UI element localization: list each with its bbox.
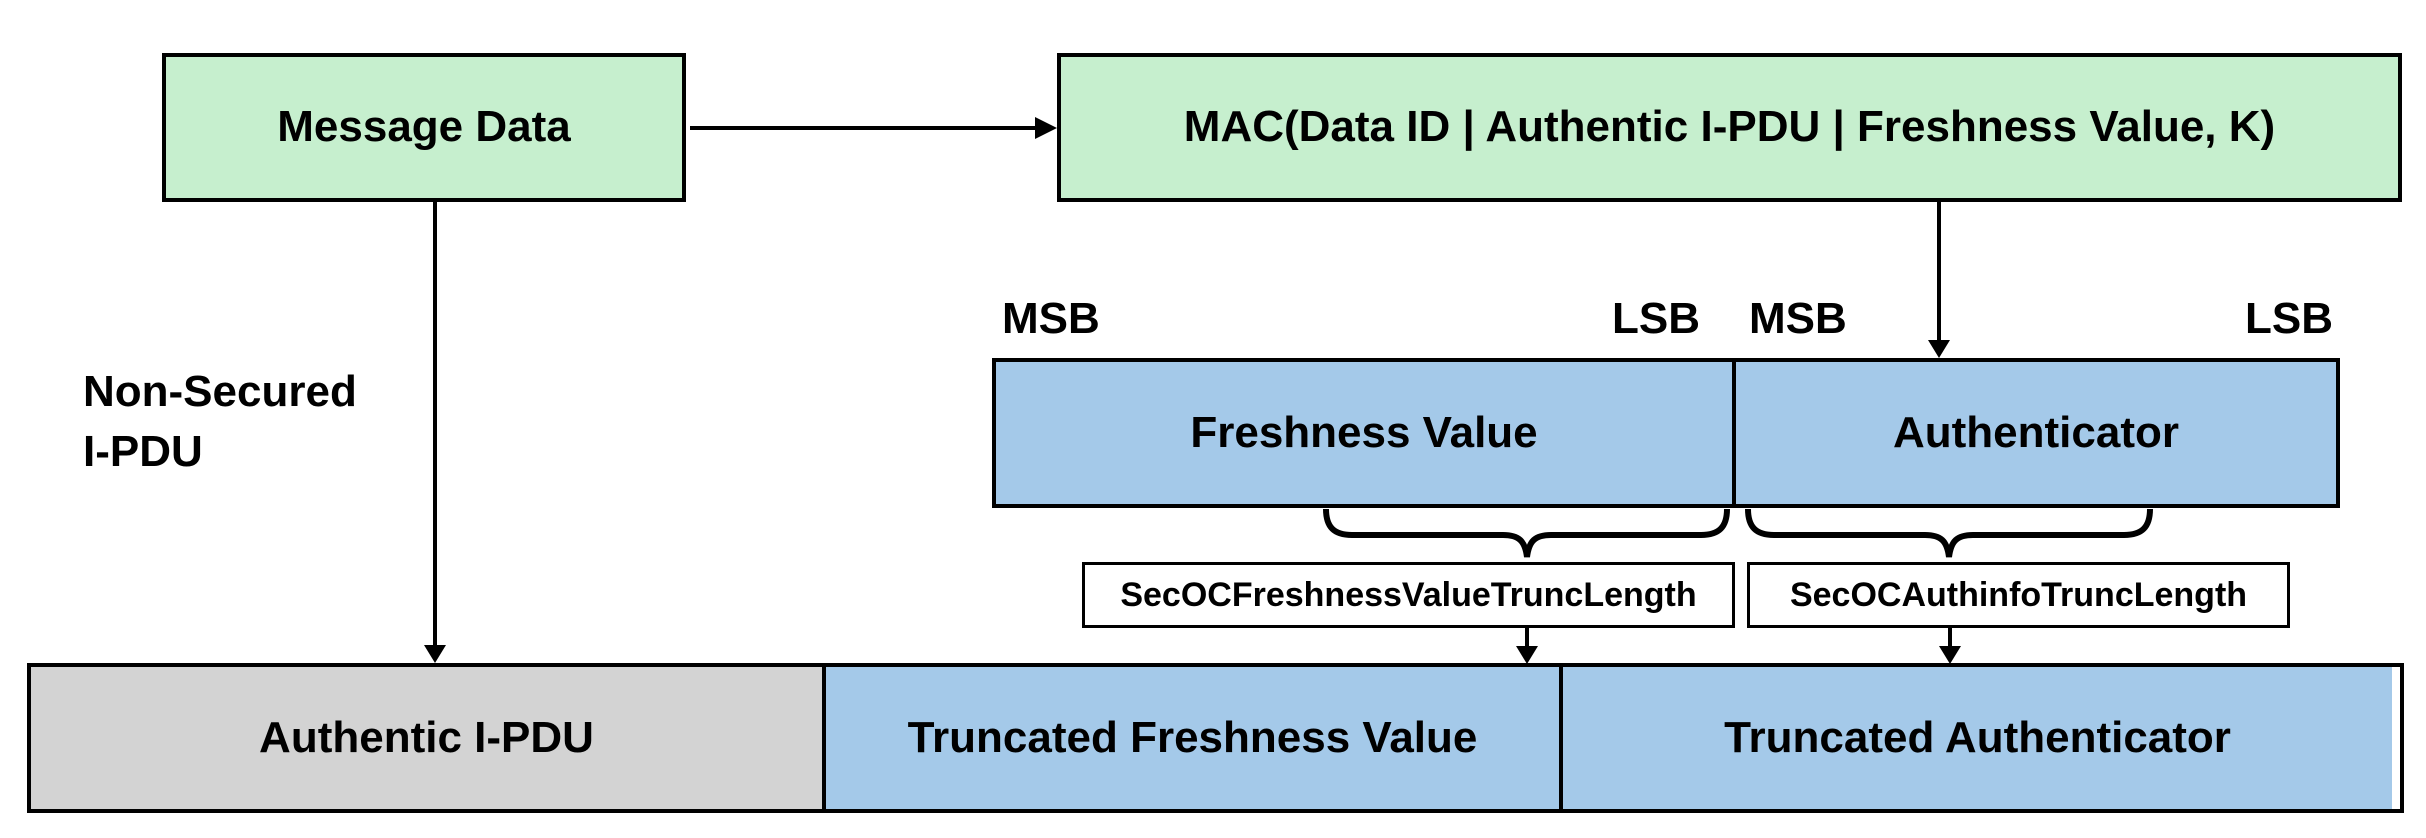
- message-data-label: Message Data: [277, 102, 571, 152]
- freshness-value-label: Freshness Value: [1190, 408, 1538, 457]
- authenticator-msb-label: MSB: [1749, 294, 1847, 343]
- authenticator-box: Authenticator: [1732, 362, 2336, 504]
- truncated-freshness-box: Truncated Freshness Value: [822, 667, 1559, 809]
- message-to-ipdu-arrowhead-icon: [424, 645, 446, 663]
- authenticator-label: Authenticator: [1893, 408, 2179, 457]
- freshness-value-box: Freshness Value: [996, 362, 1732, 504]
- truncated-authenticator-box: Truncated Authenticator: [1559, 667, 2392, 809]
- authinfo-trunc-arrow-line: [1948, 628, 1952, 648]
- mac-to-authenticator-arrow-line: [1937, 202, 1941, 342]
- authentic-ipdu-box: Authentic I-PDU: [31, 667, 822, 809]
- secured-ipdu-row: Authentic I-PDU Truncated Freshness Valu…: [27, 663, 2404, 813]
- freshness-lsb-label: LSB: [1612, 294, 1700, 343]
- message-to-mac-arrowhead-icon: [1035, 117, 1057, 139]
- authentic-ipdu-label: Authentic I-PDU: [259, 713, 594, 762]
- message-data-box: Message Data: [162, 53, 686, 202]
- freshness-trunc-arrowhead-icon: [1516, 646, 1538, 664]
- truncated-authenticator-label: Truncated Authenticator: [1724, 713, 2231, 762]
- freshness-trunc-arrow-line: [1525, 628, 1529, 648]
- mac-output-row: Freshness Value Authenticator: [992, 358, 2340, 508]
- authinfo-trunc-length-box: SecOCAuthinfoTruncLength: [1747, 562, 2290, 628]
- authinfo-trunc-arrowhead-icon: [1939, 646, 1961, 664]
- freshness-trunc-brace-icon: [1323, 509, 1730, 558]
- non-secured-ipdu-label: Non-Secured I-PDU: [83, 367, 357, 476]
- message-to-mac-arrow-line: [690, 126, 1037, 130]
- mac-function-box: MAC(Data ID | Authentic I-PDU | Freshnes…: [1057, 53, 2402, 202]
- authenticator-lsb-label: LSB: [2245, 294, 2333, 343]
- mac-to-authenticator-arrowhead-icon: [1928, 340, 1950, 358]
- message-to-ipdu-arrow-line: [433, 202, 437, 647]
- freshness-msb-label: MSB: [1002, 294, 1100, 343]
- authinfo-trunc-brace-icon: [1745, 509, 2153, 558]
- freshness-trunc-length-label: SecOCFreshnessValueTruncLength: [1120, 575, 1697, 614]
- authinfo-trunc-length-label: SecOCAuthinfoTruncLength: [1789, 575, 2248, 614]
- mac-function-label: MAC(Data ID | Authentic I-PDU | Freshnes…: [1183, 102, 2276, 152]
- freshness-trunc-length-box: SecOCFreshnessValueTruncLength: [1082, 562, 1735, 628]
- truncated-freshness-label: Truncated Freshness Value: [907, 713, 1478, 762]
